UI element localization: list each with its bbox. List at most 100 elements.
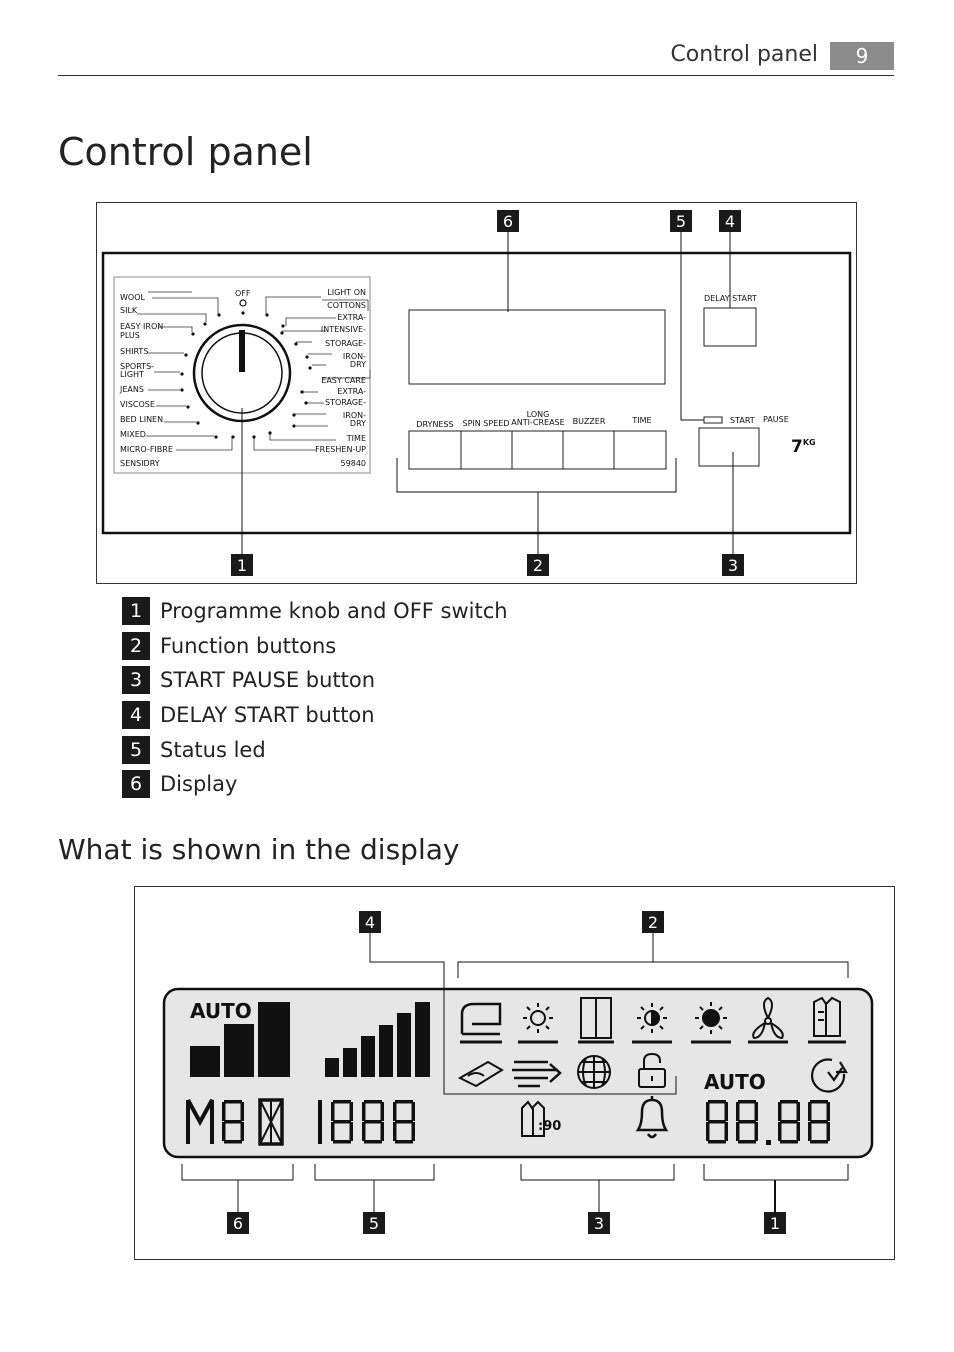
prog-jeans: JEANS bbox=[119, 385, 144, 394]
legend-text: START PAUSE button bbox=[160, 668, 376, 693]
callout-4: 4 bbox=[719, 210, 741, 232]
programme-code-digits bbox=[186, 1098, 284, 1146]
shirt-icon bbox=[808, 996, 846, 1044]
legend-item: 6 Display bbox=[122, 767, 508, 802]
legend-item: 2 Function buttons bbox=[122, 629, 508, 664]
svg-text:4: 4 bbox=[725, 212, 735, 231]
full-sun-icon bbox=[691, 1002, 731, 1044]
display-figure: AUTO AUTO :90 bbox=[134, 886, 895, 1260]
btn-label-anti-crease: ANTI-CREASE bbox=[511, 418, 564, 427]
programme-knob[interactable] bbox=[192, 323, 292, 423]
prog-iron-2: IRON- bbox=[343, 411, 366, 420]
prog-easy-care: EASY CARE bbox=[321, 376, 366, 385]
display-callout-2: 2 bbox=[642, 911, 664, 933]
prog-viscose: VISCOSE bbox=[120, 400, 155, 409]
display-callout-1: 1 bbox=[764, 1212, 786, 1234]
fan-icon bbox=[748, 996, 788, 1044]
globe-icon bbox=[577, 1055, 611, 1089]
legend-number: 4 bbox=[122, 701, 150, 730]
lcd-display bbox=[162, 987, 874, 1159]
svg-text:6: 6 bbox=[233, 1214, 243, 1233]
prog-mixed: MIXED bbox=[120, 430, 146, 439]
callout-2: 2 bbox=[527, 554, 549, 576]
buzzer-button[interactable] bbox=[562, 430, 615, 470]
svg-text:2: 2 bbox=[648, 913, 658, 932]
svg-text:6: 6 bbox=[503, 212, 513, 231]
display-callout-3: 3 bbox=[588, 1212, 610, 1234]
panel-display bbox=[408, 309, 666, 385]
callout-5: 5 bbox=[670, 210, 692, 232]
wardrobe-icon bbox=[578, 997, 614, 1044]
svg-text:1: 1 bbox=[770, 1214, 780, 1233]
off-label: OFF bbox=[235, 289, 251, 298]
prog-extra-1: EXTRA- bbox=[337, 313, 366, 322]
btn-label-long: LONG bbox=[527, 410, 550, 419]
running-header-title: Control panel bbox=[670, 42, 818, 67]
prog-wool: WOOL bbox=[120, 293, 146, 302]
prog-silk: SILK bbox=[120, 306, 138, 315]
prog-bed-linen: BED LINEN bbox=[120, 415, 163, 424]
legend-item: 4 DELAY START button bbox=[122, 698, 508, 733]
legend-item: 5 Status led bbox=[122, 732, 508, 767]
page-title: Control panel bbox=[58, 130, 313, 174]
prog-time: TIME bbox=[346, 434, 366, 443]
prog-storage-2: STORAGE- bbox=[325, 398, 366, 407]
spin-level-bars bbox=[325, 1002, 430, 1077]
callout-6: 6 bbox=[497, 210, 519, 232]
legend-text: Display bbox=[160, 772, 238, 797]
control-panel-figure: WOOL SILK EASY IRON PLUS SHIRTS SPORTS- … bbox=[96, 202, 857, 584]
svg-text::90: :90 bbox=[538, 1119, 561, 1134]
prog-light: LIGHT bbox=[120, 370, 144, 379]
time-button[interactable] bbox=[613, 430, 667, 470]
callout-1: 1 bbox=[231, 554, 253, 576]
svg-text:5: 5 bbox=[676, 212, 686, 231]
buzzer-bell-icon bbox=[635, 1096, 669, 1139]
legend-item: 3 START PAUSE button bbox=[122, 663, 508, 698]
legend-number: 1 bbox=[122, 597, 150, 626]
prog-iron-1: IRON- bbox=[343, 352, 366, 361]
btn-label-spin-speed: SPIN SPEED bbox=[463, 419, 510, 428]
status-led bbox=[703, 416, 723, 424]
btn-label-buzzer: BUZZER bbox=[573, 417, 606, 426]
display-callout-5: 5 bbox=[363, 1212, 385, 1234]
anti-crease-button[interactable] bbox=[511, 430, 564, 470]
legend-item: 1 Programme knob and OFF switch bbox=[122, 594, 508, 629]
legend-number: 5 bbox=[122, 735, 150, 764]
prog-intensive: INTENSIVE- bbox=[321, 325, 366, 334]
auto-label-left: AUTO bbox=[190, 999, 252, 1023]
prog-micro-fibre: MICRO-FIBRE bbox=[120, 445, 173, 454]
spin-speed-digits bbox=[318, 1100, 415, 1144]
svg-text:4: 4 bbox=[365, 913, 375, 932]
delay-timer-icon bbox=[810, 1058, 848, 1093]
time-digits bbox=[706, 1100, 830, 1145]
legend-number: 3 bbox=[122, 666, 150, 695]
prog-freshen-up: FRESHEN-UP bbox=[315, 445, 366, 454]
prog-easy-iron-plus: PLUS bbox=[120, 331, 140, 340]
prog-easy-iron: EASY IRON bbox=[120, 322, 163, 331]
svg-text:1: 1 bbox=[237, 556, 247, 575]
prog-cottons: COTTONS bbox=[327, 301, 366, 310]
legend-text: Function buttons bbox=[160, 633, 337, 658]
prog-shirts: SHIRTS bbox=[120, 347, 148, 356]
prog-storage-1: STORAGE- bbox=[325, 339, 366, 348]
header-rule bbox=[58, 75, 894, 76]
legend-text: Status led bbox=[160, 737, 266, 762]
prog-extra-2: EXTRA- bbox=[337, 387, 366, 396]
sensidry-label: SENSIDRY bbox=[120, 459, 160, 468]
dryness-button[interactable] bbox=[408, 430, 462, 470]
display-callout-6: 6 bbox=[227, 1212, 249, 1234]
sun-icon bbox=[518, 1003, 558, 1044]
legend-text: DELAY START button bbox=[160, 703, 375, 728]
rinse-icon bbox=[512, 1060, 562, 1088]
off-indicator-icon bbox=[239, 299, 247, 307]
model-number: 59840 bbox=[341, 459, 366, 468]
capacity-label: 7KG bbox=[791, 437, 816, 457]
start-pause-button[interactable] bbox=[698, 427, 760, 467]
spin-speed-button[interactable] bbox=[460, 430, 513, 470]
btn-label-time: TIME bbox=[631, 416, 651, 425]
svg-text:3: 3 bbox=[728, 556, 738, 575]
delay-start-button[interactable] bbox=[703, 307, 757, 347]
btn-label-dryness: DRYNESS bbox=[416, 420, 453, 429]
svg-text:3: 3 bbox=[594, 1214, 604, 1233]
drying-level-icon: :90 bbox=[521, 1100, 561, 1137]
